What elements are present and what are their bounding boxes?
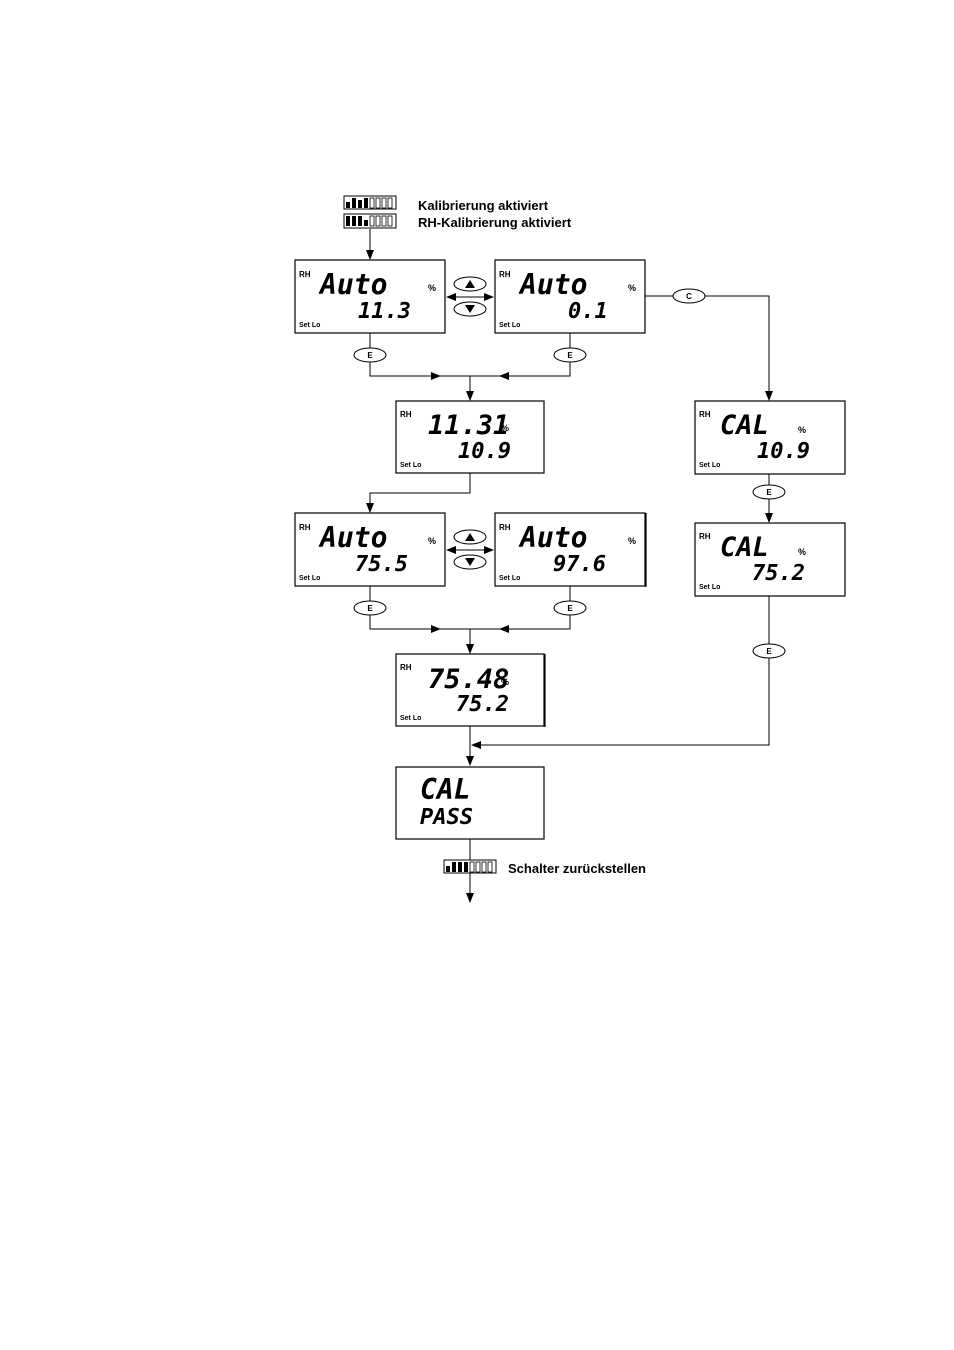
lcd-main-text: Auto [318,268,387,301]
lcd-value: 10.9 [757,439,810,464]
svg-text:RH: RH [400,410,412,419]
lcd-value: PASS [420,805,473,830]
svg-text:E: E [766,488,772,497]
lcd-main-text: Auto [518,268,587,301]
down-arrow-button[interactable] [454,555,486,569]
svg-text:Set Lo: Set Lo [499,575,520,582]
svg-text:%: % [501,677,509,687]
down-arrow-button[interactable] [454,302,486,316]
lcd-main-text: CAL [720,532,769,563]
lcd-value: 10.9 [458,439,511,464]
enter-button[interactable]: E [554,348,586,362]
svg-text:C: C [686,292,692,301]
lcd-main-text: CAL [720,410,769,441]
cancel-button[interactable]: C [673,289,705,303]
svg-text:%: % [798,425,806,435]
lcd-value: 0.1 [568,299,608,324]
up-arrow-button[interactable] [454,277,486,291]
svg-text:%: % [428,536,436,546]
up-arrow-button[interactable] [454,530,486,544]
svg-text:E: E [367,604,373,613]
dip-switch-icon [444,860,496,873]
svg-text:RH: RH [499,270,511,279]
svg-text:Set Lo: Set Lo [400,715,421,722]
svg-text:Set Lo: Set Lo [299,322,320,329]
lcd-display-auto-low-a: RH Auto % 11.3 Set Lo [295,260,445,333]
lcd-display-auto-high-a: RH Auto % 75.5 Set Lo [295,513,445,586]
footer-label: Schalter zurückstellen [508,861,646,876]
enter-button[interactable]: E [554,601,586,615]
lcd-display-cal-low: RH CAL % 10.9 Set Lo [695,401,845,474]
svg-text:RH: RH [699,532,711,541]
lcd-main-text: CAL [420,773,471,806]
svg-text:E: E [367,351,373,360]
enter-button[interactable]: E [354,601,386,615]
enter-button[interactable]: E [354,348,386,362]
lcd-value: 97.6 [553,552,606,577]
enter-button[interactable]: E [753,644,785,658]
lcd-main-text: Auto [518,521,587,554]
svg-text:E: E [567,604,573,613]
svg-text:RH: RH [499,523,511,532]
lcd-display-cal-pass: CAL PASS [396,767,544,839]
lcd-main-text: Auto [318,521,387,554]
lcd-display-high-result: RH 75.48 % 75.2 Set Lo [396,654,545,727]
svg-text:RH: RH [699,410,711,419]
svg-text:%: % [428,283,436,293]
lcd-display-auto-low-b: RH Auto % 0.1 Set Lo [495,260,645,333]
svg-text:Set Lo: Set Lo [299,575,320,582]
lcd-main-text: 11.31 [428,410,509,441]
svg-text:%: % [501,423,509,433]
header-line1: Kalibrierung aktiviert [418,198,549,213]
svg-text:%: % [798,547,806,557]
svg-text:Set Lo: Set Lo [400,462,421,469]
svg-text:Set Lo: Set Lo [699,462,720,469]
header-line2: RH-Kalibrierung aktiviert [418,215,572,230]
svg-text:Set Lo: Set Lo [699,584,720,591]
enter-button[interactable]: E [753,485,785,499]
svg-text:E: E [766,647,772,656]
dip-switch-icon [344,196,396,209]
lcd-value: 75.2 [456,692,509,717]
svg-text:RH: RH [299,523,311,532]
lcd-main-text: 75.48 [428,664,509,695]
svg-text:%: % [628,536,636,546]
svg-text:%: % [628,283,636,293]
lcd-display-auto-high-b: RH Auto % 97.6 Set Lo [495,513,646,587]
svg-text:E: E [567,351,573,360]
svg-text:RH: RH [299,270,311,279]
lcd-display-cal-high: RH CAL % 75.2 Set Lo [695,523,845,596]
svg-text:RH: RH [400,663,412,672]
lcd-value: 75.2 [752,561,805,586]
dip-switch-icon [344,214,396,228]
lcd-value: 75.5 [355,552,408,577]
svg-text:Set Lo: Set Lo [499,322,520,329]
lcd-display-low-result: RH 11.31 % 10.9 Set Lo [396,401,544,473]
lcd-value: 11.3 [358,299,411,324]
